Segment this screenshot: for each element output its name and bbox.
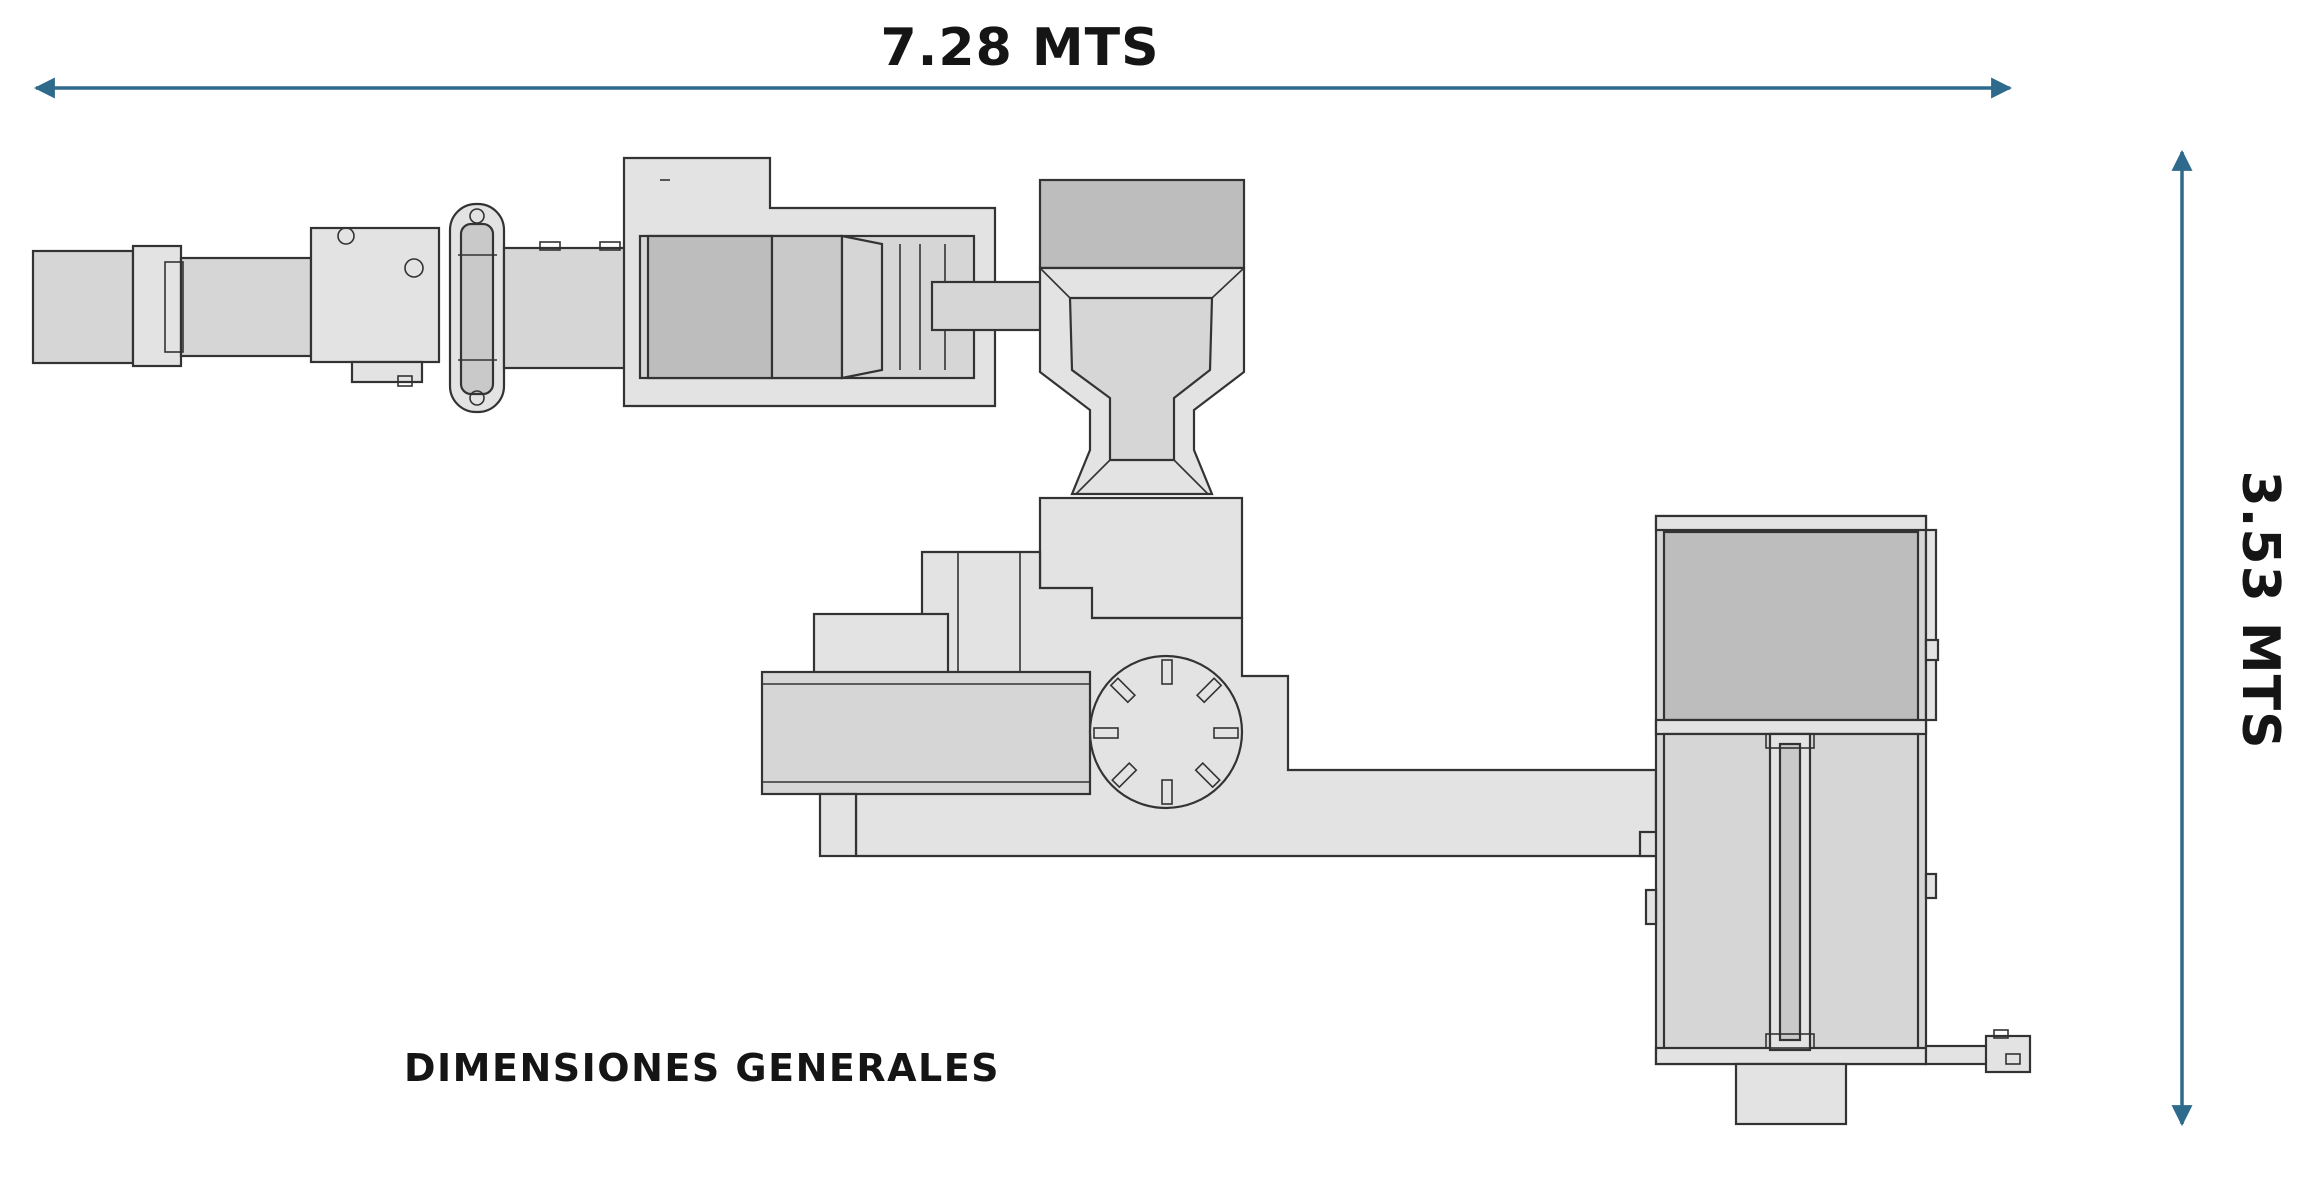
diagram-caption: DIMENSIONES GENERALES	[404, 1046, 1001, 1090]
height-dimension-label: 3.53 MTS	[2230, 470, 2290, 750]
forming-tunnel	[622, 156, 1070, 408]
hopper	[1038, 178, 1246, 496]
discharge-cabinet	[1644, 514, 2032, 1126]
width-dimension-label: 7.28 MTS	[880, 18, 1160, 78]
main-body	[760, 496, 1660, 858]
infeed-conveyor	[31, 226, 441, 387]
rotary-table	[1088, 654, 1244, 810]
